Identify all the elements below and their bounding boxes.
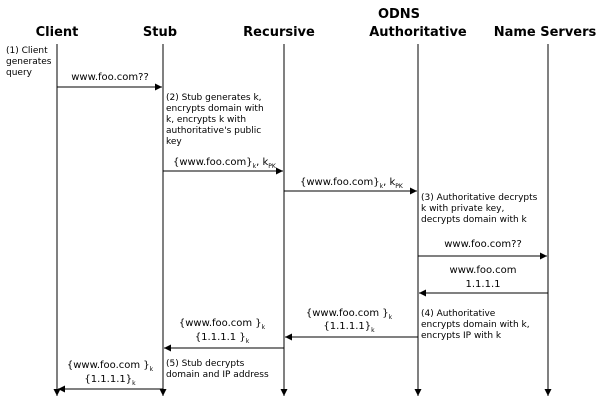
message-5-label-line2: 1.1.1.1 bbox=[466, 279, 501, 290]
message-7-label-line2: {1.1.1.1 }k bbox=[195, 332, 250, 345]
message-1-label: www.foo.com?? bbox=[71, 72, 149, 83]
participant-client-label: Client bbox=[36, 25, 79, 40]
message-6-label-line1: {www.foo.com }k bbox=[306, 308, 393, 321]
message-8-label-line2: {1.1.1.1}k bbox=[84, 374, 136, 387]
participant-recursive-label: Recursive bbox=[243, 25, 315, 40]
note-step5: (5) Stub decrypts domain and IP address bbox=[166, 359, 269, 380]
message-8-label-line1: {www.foo.com }k bbox=[67, 360, 154, 373]
note-step1: (1) Client generates query bbox=[6, 46, 54, 78]
participant-stub-label: Stub bbox=[143, 25, 177, 40]
note-step2: (2) Stub generates k, encrypts domain wi… bbox=[166, 93, 267, 147]
message-6-label-line2: {1.1.1.1}k bbox=[323, 321, 375, 334]
participant-odns-label-line2: Authoritative bbox=[369, 25, 467, 40]
participant-odns-label-line1: ODNS bbox=[378, 7, 420, 22]
message-3-label: {www.foo.com}k, kPK bbox=[300, 177, 404, 190]
note-step4: (4) Authoritative encrypts domain with k… bbox=[421, 309, 532, 341]
message-5-label-line1: www.foo.com bbox=[450, 265, 517, 276]
message-2-label: {www.foo.com}k, kPK bbox=[173, 157, 277, 170]
message-7-label-line1: {www.foo.com }k bbox=[179, 318, 266, 331]
participant-name-servers-label: Name Servers bbox=[494, 25, 597, 40]
note-step3: (3) Authoritative decrypts k with privat… bbox=[421, 193, 540, 225]
message-4-label: www.foo.com?? bbox=[444, 239, 522, 250]
